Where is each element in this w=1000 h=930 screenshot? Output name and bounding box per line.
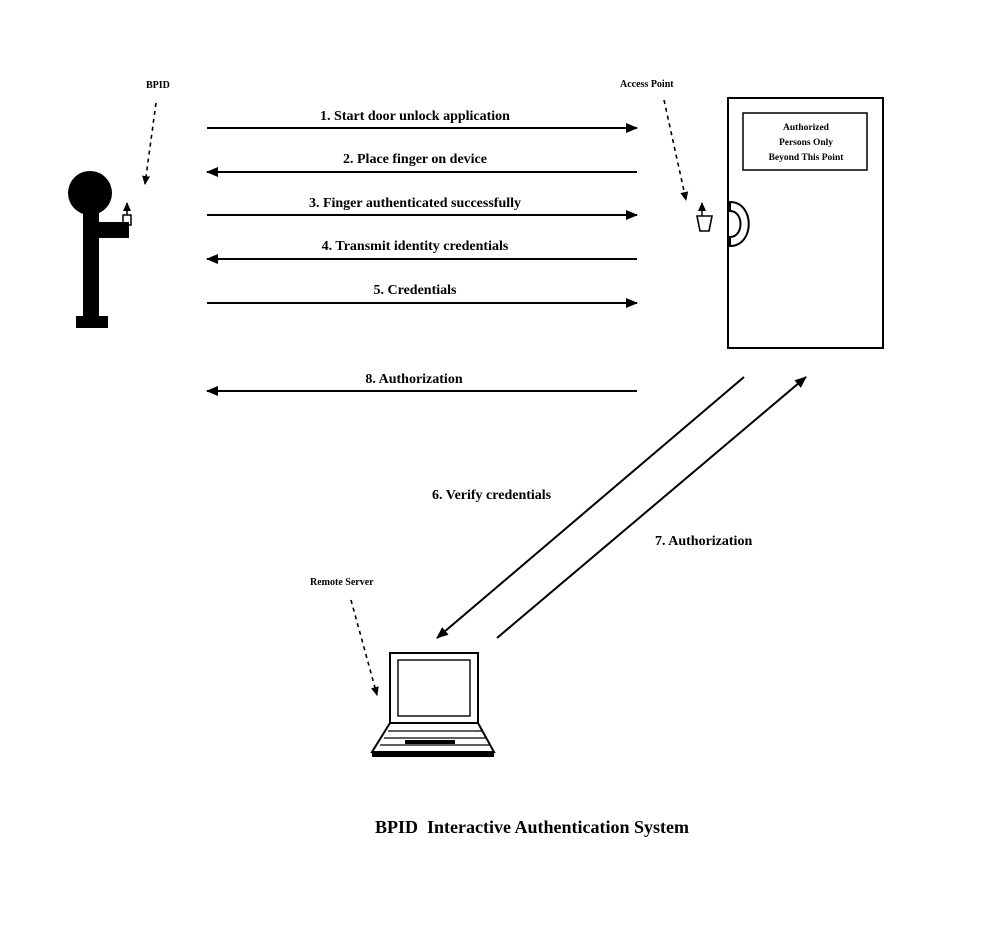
door-sign-line-1: Authorized	[783, 123, 830, 133]
message-5-label: 5. Credentials	[374, 283, 458, 298]
message-7-arrow	[496, 376, 807, 639]
message-6-label: 6. Verify credentials	[432, 488, 552, 503]
message-6-arrow	[436, 376, 745, 639]
door-icon	[727, 97, 884, 349]
remote-server-pointer-arrow	[350, 599, 379, 696]
door-sign-line-3: Beyond This Point	[769, 153, 845, 163]
message-1-label: 1. Start door unlock application	[320, 109, 510, 124]
diagram-caption: BPID Interactive Authentication System	[375, 817, 689, 837]
message-4-label: 4. Transmit identity credentials	[322, 239, 509, 254]
message-7-label: 7. Authorization	[655, 534, 752, 549]
access-point-pointer-arrow	[663, 99, 689, 201]
access-point-label: Access Point	[620, 79, 674, 90]
bpid-label: BPID	[146, 80, 170, 91]
bpid-pointer-arrow	[142, 102, 157, 185]
door-handle-icon	[729, 200, 750, 248]
access-reader-icon	[696, 202, 713, 232]
message-3-label: 3. Finger authenticated successfully	[309, 196, 521, 211]
laptop-icon	[370, 652, 496, 757]
door-sign-line-2: Persons Only	[779, 138, 833, 148]
person-icon	[68, 171, 129, 328]
door-sign	[742, 112, 868, 171]
message-2-label: 2. Place finger on device	[343, 152, 487, 167]
message-8-label: 8. Authorization	[365, 372, 462, 387]
remote-server-label: Remote Server	[310, 577, 374, 588]
bpid-device-icon	[122, 202, 132, 226]
